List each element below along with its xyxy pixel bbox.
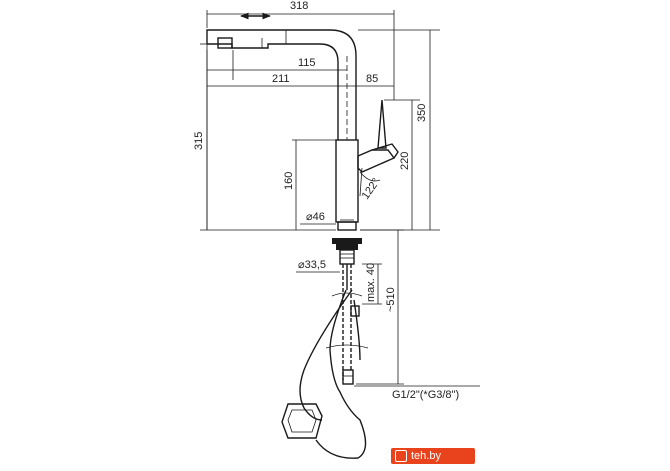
dim-label-318: 318 (290, 0, 308, 12)
dim-label-160: 160 (283, 172, 295, 190)
dimension-33-5: ⌀33,5 (296, 259, 340, 273)
dimension-thread: G1/2"(*G3/8") (354, 385, 480, 401)
dimension-315: 315 (193, 43, 336, 231)
dim-label-85: 85 (366, 73, 378, 85)
dimension-46: ⌀46 (300, 211, 336, 225)
faucet-body (335, 139, 359, 231)
dimension-318: 318 (206, 0, 395, 100)
supply-hoses (299, 264, 369, 459)
mounting-base (332, 238, 362, 265)
dim-label-33-5: ⌀33,5 (298, 259, 326, 271)
faucet-lever (357, 99, 399, 197)
dimension-220: 220 (384, 99, 420, 230)
shop-logo-icon (395, 450, 407, 462)
dim-label-510: ~510 (385, 287, 397, 312)
dim-label-350: 350 (416, 104, 428, 122)
counterweight (281, 403, 323, 439)
dim-label-46: ⌀46 (306, 211, 325, 223)
dimension-max-40: max. 40 (362, 263, 382, 305)
watermark-text: teh.by (411, 450, 441, 462)
dim-label-thread: G1/2"(*G3/8") (392, 389, 459, 401)
dim-label-max-40: max. 40 (365, 263, 377, 302)
dim-label-220: 220 (399, 152, 411, 170)
shop-watermark: teh.by (391, 448, 475, 464)
dim-label-211: 211 (272, 73, 290, 85)
dim-label-315: 315 (193, 132, 205, 150)
dimension-160: 160 (283, 139, 336, 230)
dim-label-115: 115 (298, 57, 316, 69)
dimension-85: 85 (347, 73, 394, 87)
faucet-spout (206, 29, 357, 140)
dimension-510: ~510 (356, 229, 404, 385)
